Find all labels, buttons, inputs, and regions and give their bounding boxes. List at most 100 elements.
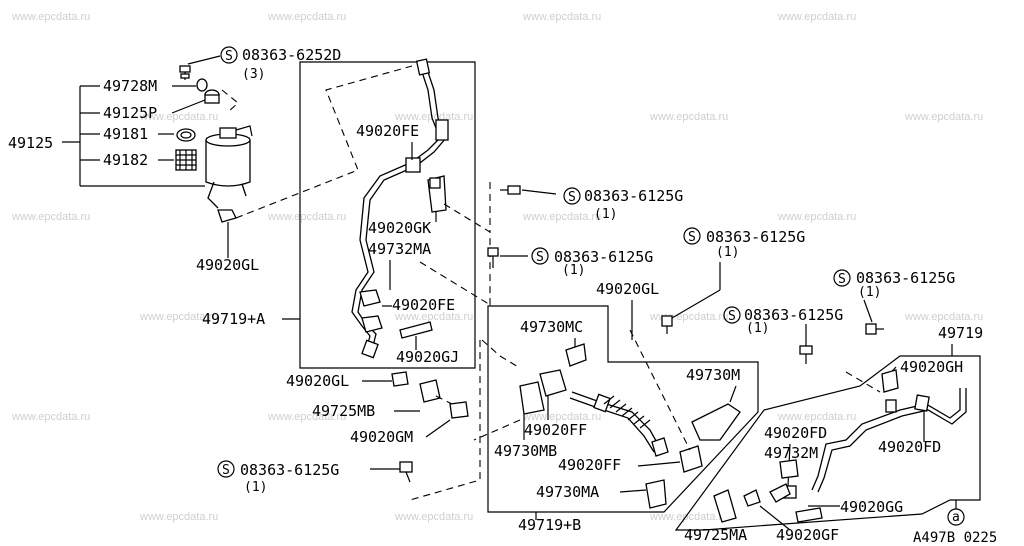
dashed-guide — [235, 65, 413, 219]
hose-sleeve-icon — [713, 489, 737, 523]
label-49020GL-c: 49020GL — [596, 280, 659, 298]
s-mark: S — [838, 272, 846, 287]
watermark: www.epcdata.ru — [777, 211, 856, 223]
label-49719+A: 49719+A — [202, 310, 265, 328]
leader — [637, 461, 681, 467]
label-49020GK: 49020GK — [368, 219, 431, 237]
label-bolt-qty: (1) — [746, 321, 769, 336]
label-49125P: 49125P — [103, 104, 157, 122]
watermark: www.epcdata.ru — [777, 11, 856, 23]
strainer-icon — [175, 149, 197, 171]
lower-left-parts: 49020GL 49725MB 49020GM S 08363-6125G (1… — [217, 371, 469, 495]
watermark: www.epcdata.ru — [267, 11, 346, 23]
label-bolt-qty: (1) — [562, 263, 585, 278]
leader — [521, 189, 557, 195]
reservoir-group: 49125 49728M 49125P 49181 49182 S 08363-… — [8, 46, 413, 274]
label-bolt-08363-6252D: 08363-6252D — [242, 46, 341, 64]
watermark: www.epcdata.ru — [11, 411, 90, 423]
watermark: www.epcdata.ru — [522, 411, 601, 423]
hose-end-icon — [769, 483, 791, 503]
leader — [187, 55, 221, 65]
s-circle-icon — [683, 227, 701, 245]
watermark: www.epcdata.ru — [139, 111, 218, 123]
dashed-guide — [443, 203, 491, 306]
label-49020GJ: 49020GJ — [396, 348, 459, 366]
label-bolt-qty: (1) — [716, 245, 739, 260]
label-49020FD: 49020FD — [764, 424, 827, 442]
dashed-guide — [629, 329, 691, 451]
s-circle-icon — [220, 46, 238, 64]
label-49719: 49719 — [938, 324, 983, 342]
s-circle-icon — [563, 187, 581, 205]
leader — [425, 419, 451, 438]
bolt-fastener: S 08363-6125G (1) — [833, 269, 955, 335]
label-49719+B: 49719+B — [518, 516, 581, 534]
s-circle-icon — [531, 247, 549, 265]
label-bolt-08363-6125G: 08363-6125G — [744, 306, 843, 324]
bolt-fastener: S 08363-6125G (1) — [489, 182, 683, 232]
watermark: www.epcdata.ru — [777, 411, 856, 423]
watermark: www.epcdata.ru — [394, 111, 473, 123]
bolt-icon — [799, 345, 813, 364]
hose-sleeve-icon — [419, 379, 441, 403]
bracket-icon — [519, 381, 545, 415]
watermark: www.epcdata.ru — [139, 311, 218, 323]
label-bolt-qty: (1) — [858, 285, 881, 300]
leader — [171, 99, 206, 114]
bolt-icon — [865, 323, 884, 335]
bolt-icon — [500, 185, 521, 195]
label-49732MA: 49732MA — [368, 240, 431, 258]
s-circle-icon — [833, 269, 851, 287]
label-49732M: 49732M — [764, 444, 818, 462]
label-49725MA: 49725MA — [684, 526, 747, 544]
bracket-icon — [399, 321, 433, 339]
group-box — [674, 355, 981, 531]
label-49730MB: 49730MB — [494, 442, 557, 460]
watermark: www.epcdata.ru — [522, 11, 601, 23]
clip-icon — [565, 343, 587, 367]
s-mark: S — [222, 463, 230, 478]
watermark: www.epcdata.ru — [904, 311, 983, 323]
grommet-icon — [679, 445, 703, 473]
watermark: www.epcdata.ru — [522, 211, 601, 223]
watermark: www.epcdata.ru — [904, 111, 983, 123]
hose-assembly-a-group: 49719+A 49020FE 49020GK 49732MA 49020FE — [202, 58, 493, 369]
bolt-fastener: S 08363-6125G (1) — [723, 306, 843, 364]
label-bolt-08363-6125G: 08363-6125G — [856, 269, 955, 287]
label-49730MC: 49730MC — [520, 318, 583, 336]
label-49020GM: 49020GM — [350, 428, 413, 446]
label-49020FE: 49020FE — [356, 122, 419, 140]
label-bolt-08363-6125G: 08363-6125G — [584, 187, 683, 205]
watermark: www.epcdata.ru — [267, 211, 346, 223]
label-bolt-qty: (3) — [242, 67, 265, 82]
bolt-fastener: S 08363-6125G (1) — [487, 247, 653, 278]
s-mark: S — [225, 49, 233, 64]
leader — [759, 505, 791, 531]
label-49020GH: 49020GH — [900, 358, 963, 376]
label-49020GL-b: 49020GL — [286, 372, 349, 390]
bolt-fastener: S 08363-6125G (1) — [661, 227, 805, 334]
bracket-icon — [779, 459, 799, 479]
label-49020FF: 49020FF — [524, 421, 587, 439]
bolt-icon — [179, 65, 191, 80]
bracket-icon — [795, 507, 823, 523]
label-bolt-qty: (1) — [594, 207, 617, 222]
label-49020GL: 49020GL — [196, 256, 259, 274]
label-49182: 49182 — [103, 151, 148, 169]
bracket-icon — [881, 369, 899, 393]
label-bolt-qty: (1) — [244, 480, 267, 495]
group-bracket — [62, 85, 205, 187]
label-49728M: 49728M — [103, 77, 157, 95]
label-49125: 49125 — [8, 134, 53, 152]
s-mark: S — [568, 190, 576, 205]
bracket-icon — [427, 175, 447, 213]
dashed-guide — [481, 339, 521, 369]
label-49020GF: 49020GF — [776, 526, 839, 544]
a-mark: a — [952, 510, 960, 525]
watermark: www.epcdata.ru — [11, 211, 90, 223]
hose-clamp-icon — [359, 289, 383, 333]
label-49020GG: 49020GG — [840, 498, 903, 516]
label-49020FF-b: 49020FF — [558, 456, 621, 474]
return-hose-icon — [569, 391, 669, 457]
dashed-guide — [845, 371, 881, 393]
